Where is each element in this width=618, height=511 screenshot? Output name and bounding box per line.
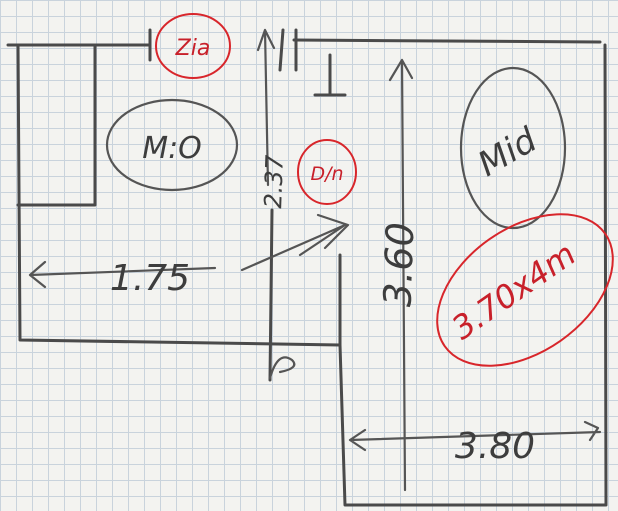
tag-oval-dn [297,139,357,205]
closet-box [16,43,97,207]
tag-oval-zia [155,13,231,79]
door-marks [278,28,347,97]
dim-left-width-line [28,260,217,289]
dim-hall-height-line [256,28,276,187]
wall-left-room [16,43,342,347]
room-tag-dn: D/n [310,163,343,185]
wall-top [6,28,602,62]
stair-walls [268,208,342,382]
dim-bottom-width: 3.80 [455,426,535,467]
dim-right-height-line [388,58,414,492]
room-tag-zia: Zia [175,36,211,61]
label-oval-right [459,66,567,230]
dim-right-height: 3.60 [376,221,423,307]
size-oval-right [436,213,614,367]
room-size-right: 3.70x4m [445,235,583,347]
dim-hall-height: 2.37 [259,154,289,209]
stair-arrow [240,213,350,272]
hall-divider [338,343,607,507]
room-label-right: Mid [471,120,544,185]
label-oval-top-left [105,98,239,192]
wall-right [603,43,608,507]
room-label-top-left: M:O [142,131,202,166]
dim-bottom-width-line [348,420,602,452]
dim-left-width: 1.75 [110,258,190,299]
stair-hook [268,356,296,380]
